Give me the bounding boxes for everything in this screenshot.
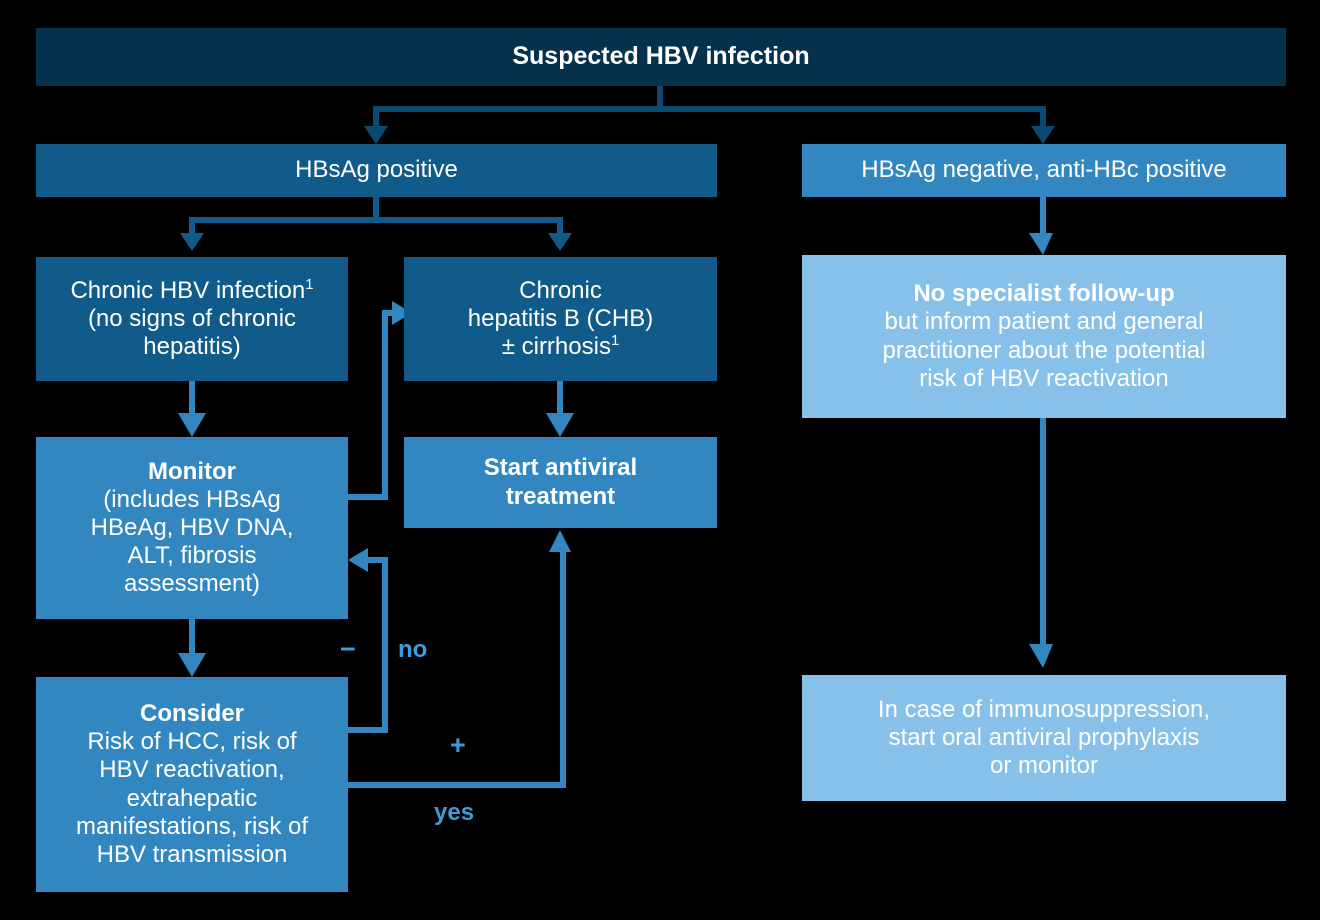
node-label-line2: start oral antiviral prophylaxis <box>888 723 1200 751</box>
node-monitor[interactable]: Monitor (includes HBsAg HBeAg, HBV DNA, … <box>36 437 348 619</box>
footnote-marker: 1 <box>610 333 620 350</box>
node-label-line3: extrahepatic <box>126 784 258 812</box>
node-label-line5: HBV transmission <box>96 840 288 868</box>
node-label-line2: practitioner about the potential <box>882 336 1206 364</box>
edge-label-yes: yes <box>434 799 475 826</box>
node-label: HBsAg negative, anti-HBc positive <box>861 156 1227 184</box>
node-label-line3: ± cirrhosis1 <box>501 333 620 361</box>
node-start-antiviral-treatment[interactable]: Start antiviral treatment <box>404 437 717 528</box>
node-label: Suspected HBV infection <box>512 42 810 71</box>
node-no-specialist-follow-up[interactable]: No specialist follow-up but inform patie… <box>802 255 1286 418</box>
edge-label-plus: + <box>450 730 466 760</box>
node-suspected-hbv-infection[interactable]: Suspected HBV infection <box>36 28 1286 86</box>
node-hbsag-negative-anti-hbc-positive[interactable]: HBsAg negative, anti-HBc positive <box>802 144 1286 197</box>
edge-label-minus: − <box>340 634 356 664</box>
node-immunosuppression-prophylaxis[interactable]: In case of immunosuppression, start oral… <box>802 675 1286 801</box>
node-title: Consider <box>139 700 244 728</box>
node-title: No specialist follow-up <box>913 280 1175 308</box>
node-label-line2: HBeAg, HBV DNA, <box>90 513 294 541</box>
node-consider[interactable]: Consider Risk of HCC, risk of HBV reacti… <box>36 677 348 892</box>
node-hbsag-positive[interactable]: HBsAg positive <box>36 144 717 197</box>
node-label-line2: (no signs of chronic <box>87 304 297 332</box>
node-label-line2: hepatitis B (CHB) <box>467 304 654 332</box>
node-label-line1: In case of immunosuppression, <box>877 695 1211 723</box>
node-label-line1: Start antiviral <box>483 454 638 482</box>
node-label-line2: HBV reactivation, <box>99 756 285 784</box>
edge-label-no: no <box>398 636 428 663</box>
node-label: HBsAg positive <box>295 156 458 184</box>
node-label-line3: hepatitis) <box>143 333 241 361</box>
node-label-line3: ALT, fibrosis <box>127 542 257 570</box>
node-label-line1: Chronic HBV infection1 <box>70 276 314 304</box>
node-label-line3: risk of HBV reactivation <box>919 364 1169 392</box>
node-chronic-hbv-infection[interactable]: Chronic HBV infection1 (no signs of chro… <box>36 257 348 381</box>
node-label-line1: (includes HBsAg <box>103 485 281 513</box>
node-label-line3: or monitor <box>989 752 1099 780</box>
footnote-marker: 1 <box>305 276 314 293</box>
node-label-line4: assessment) <box>123 570 261 598</box>
node-title: Monitor <box>148 457 236 485</box>
node-label-line2: treatment <box>505 482 616 510</box>
node-label-line1: Risk of HCC, risk of <box>87 728 297 756</box>
node-chronic-hepatitis-b[interactable]: Chronic hepatitis B (CHB) ± cirrhosis1 <box>404 257 717 381</box>
node-label-line4: manifestations, risk of <box>75 812 309 840</box>
node-label-line1: Chronic <box>519 276 602 304</box>
node-label-line1: but inform patient and general <box>884 308 1204 336</box>
